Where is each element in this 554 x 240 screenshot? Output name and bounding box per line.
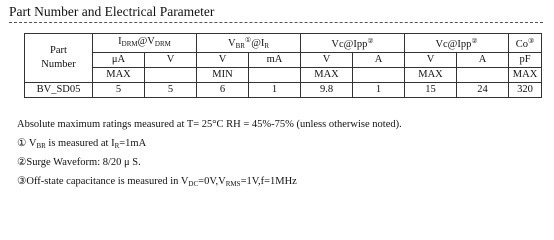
unit-cell: V — [143, 52, 198, 68]
limit-cell — [352, 67, 406, 83]
value-cell: 1 — [248, 82, 302, 98]
vbr-header: VBR①@IR — [196, 33, 302, 53]
limit-cell: MAX — [300, 67, 354, 83]
vc-ipp-header-1: Vc@Ipp② — [300, 33, 406, 53]
unit-cell: mA — [248, 52, 302, 68]
note-capacitance: ③Off-state capacitance is measured in VD… — [17, 176, 297, 188]
unit-cell: V — [404, 52, 458, 68]
value-cell: 15 — [404, 82, 458, 98]
value-cell: 24 — [456, 82, 510, 98]
value-cell: 6 — [196, 82, 250, 98]
value-cell: 5 — [143, 82, 198, 98]
notes-block: Absolute maximum ratings measured at T= … — [17, 115, 402, 191]
unit-cell: A — [352, 52, 406, 68]
part-number-cell: BV_SD05 — [24, 82, 93, 98]
unit-cell: V — [300, 52, 354, 68]
header-row-limits: MAX MIN MAX MAX MAX — [25, 67, 543, 83]
note-vbr: ① VBR is measured at IR=1mA — [17, 138, 147, 150]
parameter-table: Part Number IDRM@VDRM VBR①@IR Vc@Ipp② Vc… — [24, 33, 543, 98]
value-cell: 320 — [508, 82, 543, 98]
co-header: Co③ — [508, 33, 543, 53]
unit-cell: μA — [92, 52, 145, 68]
limit-cell — [143, 67, 198, 83]
value-cell: 9.8 — [300, 82, 354, 98]
limit-cell: MAX — [508, 67, 543, 83]
limit-cell: MAX — [92, 67, 145, 83]
limit-cell — [456, 67, 510, 83]
table-row: BV_SD05 5 5 6 1 9.8 1 15 24 320 — [24, 82, 543, 98]
limit-cell: MAX — [404, 67, 458, 83]
idrm-header: IDRM@VDRM — [91, 33, 198, 53]
header-row-units: μA V V mA V A V A pF — [25, 52, 543, 68]
limit-cell: MIN — [196, 67, 250, 83]
value-cell: 1 — [352, 82, 406, 98]
header-row-groups: Part Number IDRM@VDRM VBR①@IR Vc@Ipp② Vc… — [24, 33, 543, 83]
limit-cell — [248, 67, 302, 83]
unit-cell: A — [456, 52, 510, 68]
unit-cell: V — [196, 52, 250, 68]
unit-cell: pF — [508, 52, 543, 68]
note-surge: ②Surge Waveform: 8/20 μ S. — [17, 157, 141, 168]
title-divider — [9, 22, 543, 23]
part-number-header: Part Number — [24, 33, 93, 83]
vc-ipp-header-2: Vc@Ipp② — [404, 33, 510, 53]
part-number-header-label: Part Number — [41, 45, 76, 70]
note-conditions: Absolute maximum ratings measured at T= … — [17, 119, 402, 130]
section-title: Part Number and Electrical Parameter — [9, 4, 215, 19]
value-cell: 5 — [92, 82, 145, 98]
